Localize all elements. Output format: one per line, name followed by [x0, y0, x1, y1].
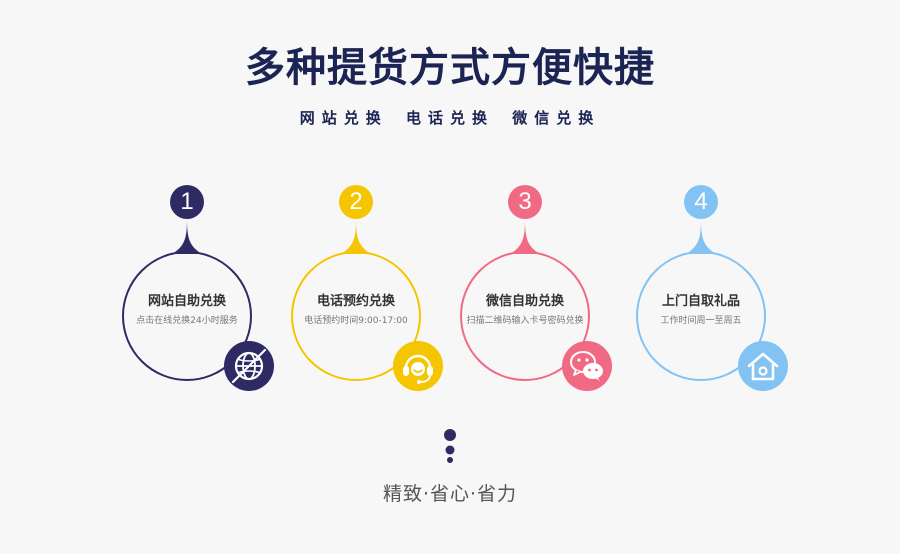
step-marker-2 — [291, 185, 421, 381]
step-number-3: 3 — [518, 188, 532, 215]
globe-icon — [224, 341, 274, 391]
step-number-4: 4 — [694, 188, 708, 215]
page-title: 多种提货方式方便快捷 — [245, 45, 655, 91]
dots-divider — [444, 429, 456, 463]
step-title-1: 网站自助兑换 — [147, 294, 226, 309]
step-card-1: 1 网站自助兑换 点击在线兑换24小时服务 — [102, 180, 274, 400]
step-marker-3 — [460, 185, 590, 381]
step-number-1: 1 — [180, 188, 194, 215]
headset-icon — [393, 341, 443, 391]
step-card-4: 4 上门自取礼品 工作时间周一至周五 — [616, 180, 788, 400]
step-marker-1 — [122, 185, 252, 381]
step-title-4: 上门自取礼品 — [661, 294, 740, 309]
step-title-2: 电话预约兑换 — [316, 294, 395, 309]
footer-slogan: 精致·省心·省力 — [382, 483, 518, 505]
step-desc-3: 扫描二维码输入卡号密码兑换 — [466, 316, 584, 326]
step-card-3: 3 微信自助兑换 扫描二维码输入卡号密码兑换 — [440, 180, 612, 400]
step-desc-4: 工作时间周一至周五 — [660, 316, 742, 326]
step-desc-2: 电话预约时间9:00-17:00 — [304, 316, 408, 326]
step-number-2: 2 — [349, 188, 363, 215]
step-marker-4 — [636, 185, 766, 381]
wechat-icon — [562, 341, 612, 391]
step-title-3: 微信自助兑换 — [485, 294, 564, 309]
step-card-2: 2 电话预约兑换 电话预约时间9:00-17:00 — [271, 180, 443, 400]
page-subtitle: 网站兑换 电话兑换 微信兑换 — [299, 109, 601, 127]
home-icon — [738, 341, 788, 391]
step-desc-1: 点击在线兑换24小时服务 — [136, 316, 238, 326]
